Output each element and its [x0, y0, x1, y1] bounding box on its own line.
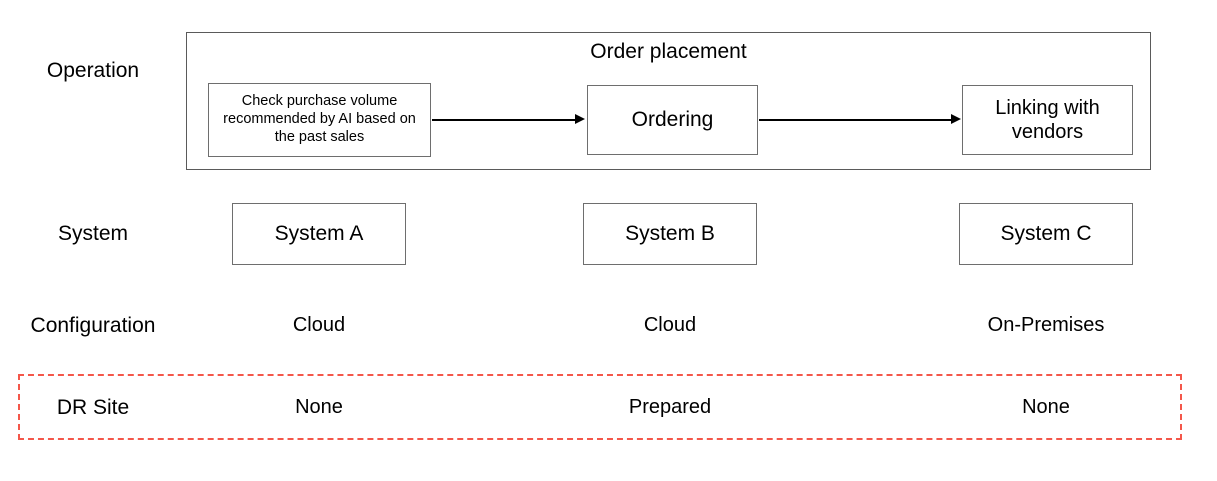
operation-step-ordering[interactable]: Ordering — [587, 85, 758, 155]
operation-step-check-purchase-volume[interactable]: Check purchase volume recommended by AI … — [208, 83, 431, 157]
system-box-b[interactable]: System B — [583, 203, 757, 265]
dr-site-value-system-b: Prepared — [628, 396, 712, 418]
configuration-value-system-b: Cloud — [643, 314, 697, 336]
arrow-line-step2-to-step3 — [759, 119, 951, 121]
arrow-line-step1-to-step2 — [432, 119, 575, 121]
operation-step-linking-with-vendors[interactable]: Linking with vendors — [962, 85, 1133, 155]
dr-site-highlight-box — [18, 374, 1182, 440]
dr-site-value-system-a: None — [295, 396, 343, 418]
arrow-head-step1-to-step2 — [575, 114, 585, 124]
arrow-head-step2-to-step3 — [951, 114, 961, 124]
row-label-dr-site: DR Site — [56, 396, 130, 419]
row-label-system: System — [57, 222, 128, 245]
row-label-operation: Operation — [46, 59, 140, 82]
row-label-configuration: Configuration — [30, 314, 156, 337]
configuration-value-system-c: On-Premises — [987, 314, 1105, 336]
configuration-value-system-a: Cloud — [292, 314, 346, 336]
lane-title-order-placement: Order placement — [590, 40, 747, 63]
system-box-c[interactable]: System C — [959, 203, 1133, 265]
dr-site-value-system-c: None — [1022, 396, 1070, 418]
system-box-a[interactable]: System A — [232, 203, 406, 265]
